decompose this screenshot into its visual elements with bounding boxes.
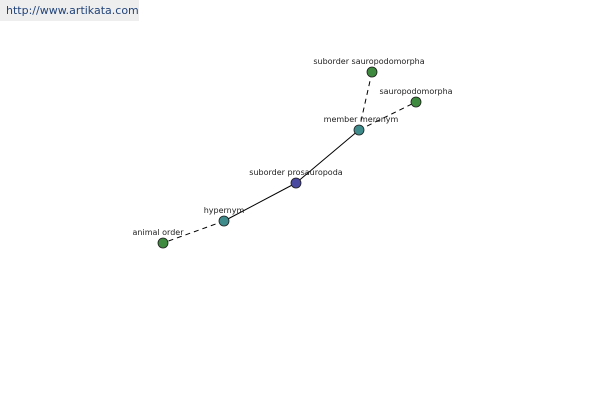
node-hypernym[interactable] xyxy=(218,215,230,227)
label-member-meronym: member meronym xyxy=(324,115,399,124)
label-sauropodomorpha: sauropodomorpha xyxy=(379,87,452,96)
node-sauropodomorpha[interactable] xyxy=(410,96,422,108)
edge-member-meronym-sauropodomorpha xyxy=(358,101,417,131)
node-suborder-sauropodomorpha[interactable] xyxy=(366,66,378,78)
edge-center-hypernym xyxy=(223,182,297,222)
site-watermark: http://www.artikata.com xyxy=(0,0,139,21)
node-animal-order[interactable] xyxy=(157,237,169,249)
node-center[interactable] xyxy=(290,177,302,189)
label-animal-order: animal order xyxy=(133,228,185,237)
node-member-meronym[interactable] xyxy=(353,124,365,136)
edge-member-meronym-suborder-sauropodomorpha xyxy=(358,71,373,131)
label-suborder-sauropodomorpha: suborder sauropodomorpha xyxy=(313,57,424,66)
label-hypernym: hypernym xyxy=(204,206,245,215)
label-center: suborder prosauropoda xyxy=(249,168,342,177)
edge-center-member-meronym xyxy=(295,129,360,184)
edge-hypernym-animal-order xyxy=(162,220,225,244)
